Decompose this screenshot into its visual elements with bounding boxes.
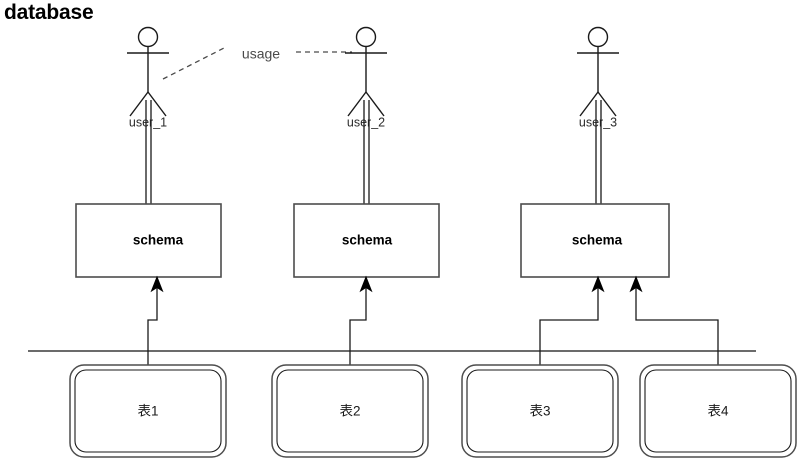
schema-node-3[interactable]: schema [520, 203, 670, 278]
actor-leg-right-line [597, 91, 617, 117]
actor-leg-right-line [147, 91, 167, 117]
table-inner-rect [74, 369, 222, 453]
actor-user-3[interactable]: user_3 [577, 26, 619, 130]
usage-edge-label: usage [242, 46, 280, 62]
table-node-4[interactable]: 表4 [639, 364, 797, 458]
connector-arrowhead-icon [150, 275, 164, 293]
schema-label-1: schema [133, 233, 184, 248]
table-node-2[interactable]: 表2 [271, 364, 429, 458]
schema-label-2: schema [342, 233, 393, 248]
connector-arrowhead-icon [591, 275, 605, 293]
actor-link-user-3-to-schema-3[interactable] [595, 100, 602, 204]
actor-link-user-2-to-schema-2[interactable] [363, 100, 370, 204]
page-title: database [4, 1, 94, 24]
actor-head-icon [355, 26, 377, 48]
actor-head-icon [137, 26, 159, 48]
connector-arrowhead-icon [359, 275, 373, 293]
connector-path [349, 288, 367, 365]
actor-head-icon [587, 26, 609, 48]
actor-user-2[interactable]: user_2 [345, 26, 387, 130]
schema-label-3: schema [572, 233, 623, 248]
usage-edge[interactable]: usage [162, 46, 352, 80]
connector-path [635, 288, 719, 365]
actor-leg-right-line [365, 91, 385, 117]
table-node-3[interactable]: 表3 [461, 364, 619, 458]
actor-leg-left-line [129, 91, 149, 117]
table-inner-rect [276, 369, 424, 453]
connector-table-2-to-schema-2[interactable] [349, 275, 373, 365]
table-label-1: 表1 [137, 404, 158, 419]
actor-label-user-3: user_3 [579, 115, 617, 129]
schema-box-rect [520, 203, 670, 278]
connector-table-4-to-schema-3[interactable] [629, 275, 719, 365]
table-node-1[interactable]: 表1 [69, 364, 227, 458]
actor-leg-left-line [347, 91, 367, 117]
table-inner-rect [644, 369, 792, 453]
connector-table-3-to-schema-3[interactable] [539, 275, 605, 365]
schema-box-rect [75, 203, 222, 278]
actor-label-user-2: user_2 [347, 115, 385, 129]
connector-path [539, 288, 599, 365]
table-inner-rect [466, 369, 614, 453]
usage-edge-left-dash [162, 46, 227, 80]
table-label-3: 表3 [529, 404, 550, 419]
schema-node-2[interactable]: schema [293, 203, 440, 278]
table-label-2: 表2 [339, 404, 360, 419]
schema-node-1[interactable]: schema [75, 203, 222, 278]
actor-link-user-1-to-schema-1[interactable] [145, 100, 152, 204]
connector-table-1-to-schema-1[interactable] [147, 275, 164, 365]
connector-path [147, 288, 158, 365]
actor-label-user-1: user_1 [129, 115, 167, 129]
actor-leg-left-line [579, 91, 599, 117]
table-label-4: 表4 [707, 404, 729, 419]
actor-user-1[interactable]: user_1 [127, 26, 169, 130]
connector-arrowhead-icon [629, 275, 643, 293]
